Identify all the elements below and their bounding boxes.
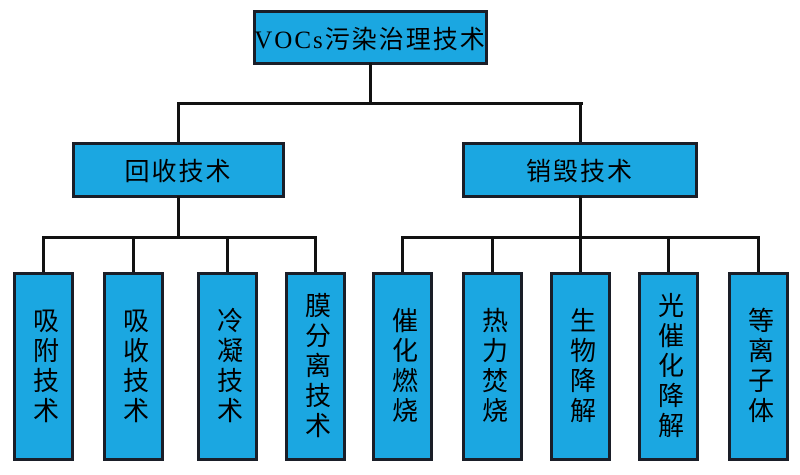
- connector-recovery-hbar: [42, 236, 317, 239]
- connector-drop-recovery: [177, 102, 180, 144]
- leaf-node-adsorption: 吸附技术: [13, 272, 74, 461]
- connector-drop-photocatalytic-degradation: [667, 236, 670, 274]
- leaf-node-biodegradation: 生物降解: [550, 272, 611, 461]
- connector-drop-thermal-incineration: [491, 236, 494, 274]
- connector-root-stem: [369, 63, 372, 105]
- connector-drop-absorption: [132, 236, 135, 274]
- leaf-node-thermal-incineration: 热力焚烧: [462, 272, 523, 461]
- connector-drop-destruction: [579, 102, 582, 144]
- connector-destruction-stem: [579, 196, 582, 238]
- connector-drop-plasma: [757, 236, 760, 274]
- leaf-node-plasma: 等离子体: [728, 272, 789, 461]
- connector-level1-hbar: [177, 102, 583, 105]
- leaf-node-absorption: 吸收技术: [103, 272, 164, 461]
- connector-drop-biodegradation: [579, 236, 582, 274]
- connector-drop-condensation: [226, 236, 229, 274]
- leaf-node-photocatalytic-degradation: 光催化降解: [638, 272, 699, 461]
- branch-node-destruction: 销毁技术: [462, 142, 698, 198]
- connector-drop-membrane-separation: [314, 236, 317, 274]
- leaf-node-catalytic-combustion: 催化燃烧: [372, 272, 433, 461]
- leaf-node-condensation: 冷凝技术: [197, 272, 258, 461]
- branch-node-recovery: 回收技术: [72, 142, 285, 198]
- connector-drop-catalytic-combustion: [401, 236, 404, 274]
- leaf-node-membrane-separation: 膜分离技术: [285, 272, 346, 461]
- connector-recovery-stem: [177, 196, 180, 238]
- connector-drop-adsorption: [42, 236, 45, 274]
- root-node-vocs-treatment: VOCs污染治理技术: [253, 10, 488, 65]
